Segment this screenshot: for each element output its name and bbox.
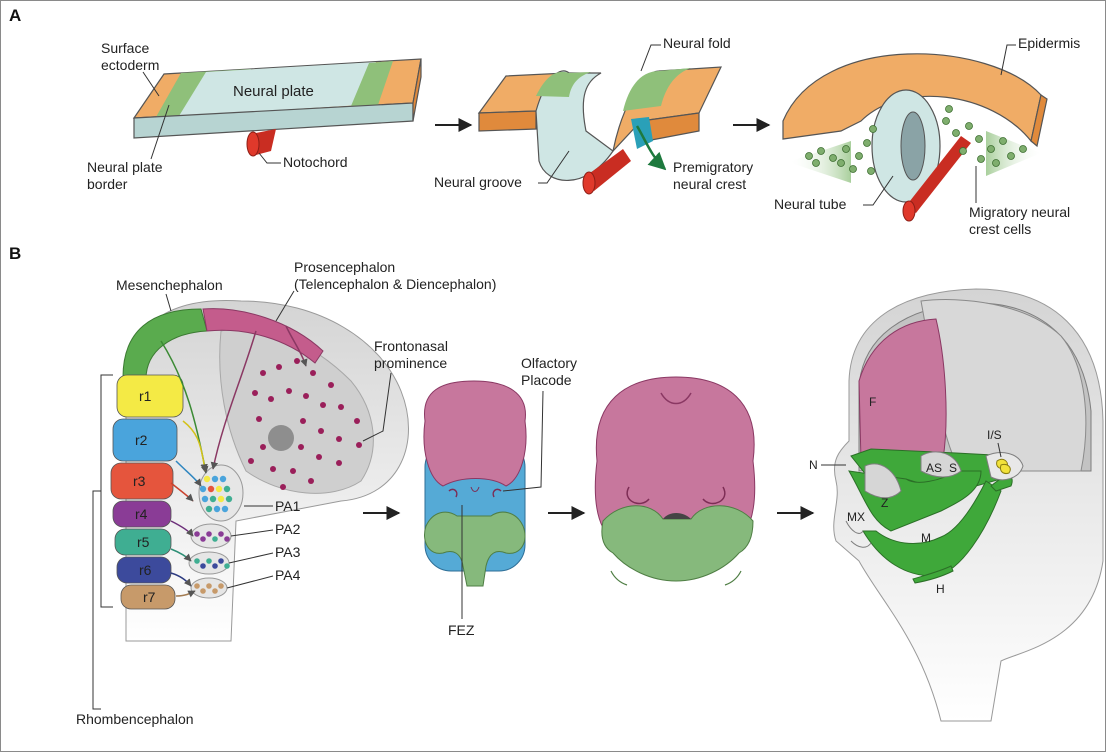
- frontonasal-label: Frontonasal: [374, 338, 448, 354]
- face-early: [424, 381, 526, 586]
- crest-cell-dot: [194, 558, 200, 564]
- skull-label-is: I/S: [987, 428, 1002, 442]
- panel-b-letter: B: [9, 244, 21, 263]
- surface-ectoderm-label-2: ectoderm: [101, 57, 159, 73]
- skull-label-z: Z: [881, 496, 888, 510]
- crest-cell-dot: [202, 496, 208, 502]
- neural-tube-label: Neural tube: [774, 196, 847, 212]
- arch-label: PA2: [275, 521, 301, 537]
- crest-cell-dot: [204, 476, 210, 482]
- fez-label: FEZ: [448, 622, 475, 638]
- rhombomere-label: r4: [135, 506, 148, 522]
- crest-cell-dot: [212, 476, 218, 482]
- crest-cell-dot: [200, 588, 206, 594]
- rhombencephalon-label: Rhombencephalon: [76, 711, 194, 727]
- rhombomere-label: r2: [135, 432, 148, 448]
- neural-plate-label: Neural plate: [233, 83, 314, 100]
- skull-label-s: S: [949, 461, 957, 475]
- migratory-label-2: crest cells: [969, 221, 1031, 237]
- rhombomere-label: r7: [143, 589, 156, 605]
- skull-label-f: F: [869, 395, 876, 409]
- skull-label-mx: MX: [847, 510, 865, 524]
- crest-cell-dot: [212, 536, 218, 542]
- neural-groove-label: Neural groove: [434, 174, 522, 190]
- crest-cell-dot: [226, 496, 232, 502]
- arch-label: PA1: [275, 498, 301, 514]
- crest-cell-dot: [220, 476, 226, 482]
- migratory-label: Migratory neural: [969, 204, 1070, 220]
- rhombomere-label: r3: [133, 473, 146, 489]
- crest-cell-dot: [200, 563, 206, 569]
- crest-cell-dot: [200, 486, 206, 492]
- crest-cell-dot: [206, 531, 212, 537]
- premigratory-label-2: neural crest: [673, 176, 746, 192]
- crest-cell-dot: [212, 588, 218, 594]
- crest-cell-dot: [214, 506, 220, 512]
- notochord-label: Notochord: [283, 154, 348, 170]
- skull-label-m: M: [921, 531, 931, 545]
- surface-ectoderm-label: Surface: [101, 40, 149, 56]
- crest-cell-dot: [218, 531, 224, 537]
- crest-cell-dot: [222, 506, 228, 512]
- neural-fold-label: Neural fold: [663, 35, 731, 51]
- panel-a-letter: A: [9, 6, 21, 25]
- skull-label-n: N: [809, 458, 818, 472]
- crest-cell-dot: [212, 563, 218, 569]
- arch-label: PA4: [275, 567, 301, 583]
- premigratory-label: Premigratory: [673, 159, 753, 175]
- crest-cell-dot: [218, 558, 224, 564]
- notochord-1: [247, 129, 276, 156]
- skull-label-h: H: [936, 582, 945, 596]
- crest-cell-dot: [218, 496, 224, 502]
- epidermis-label: Epidermis: [1018, 35, 1080, 51]
- arch-label: PA3: [275, 544, 301, 560]
- crest-cell-dot: [218, 583, 224, 589]
- neural-plate-stage: [134, 59, 421, 156]
- rhombomere-label: r6: [139, 562, 152, 578]
- crest-cell-dot: [194, 583, 200, 589]
- crest-cell-dot: [224, 486, 230, 492]
- frontonasal-label-2: prominence: [374, 355, 447, 371]
- olfactory-label-2: Placode: [521, 372, 572, 388]
- neural-plate-border-label-2: border: [87, 176, 128, 192]
- neural-plate-border-label: Neural plate: [87, 159, 163, 175]
- crest-cell-dot: [208, 486, 214, 492]
- skull-label-as: AS: [926, 461, 942, 475]
- crest-cell-dot: [206, 583, 212, 589]
- prosencephalon-label: Prosencephalon: [294, 259, 395, 275]
- crest-cell-dot: [194, 531, 200, 537]
- crest-cell-dot: [200, 536, 206, 542]
- crest-cell-dot: [206, 506, 212, 512]
- rhombomere-label: r5: [137, 534, 150, 550]
- crest-cell-dot: [224, 536, 230, 542]
- crest-cell-dot: [206, 558, 212, 564]
- rhombomere-label: r1: [139, 388, 152, 404]
- face-late: [595, 377, 754, 585]
- crest-cell-dot: [216, 486, 222, 492]
- mesenchephalon-label: Mesenchephalon: [116, 277, 223, 293]
- crest-cell-dot: [210, 496, 216, 502]
- crest-cell-dot: [224, 563, 230, 569]
- prosencephalon-label-2: (Telencephalon & Diencephalon): [294, 276, 496, 292]
- olfactory-label: Olfactory: [521, 355, 577, 371]
- skull: [834, 289, 1103, 721]
